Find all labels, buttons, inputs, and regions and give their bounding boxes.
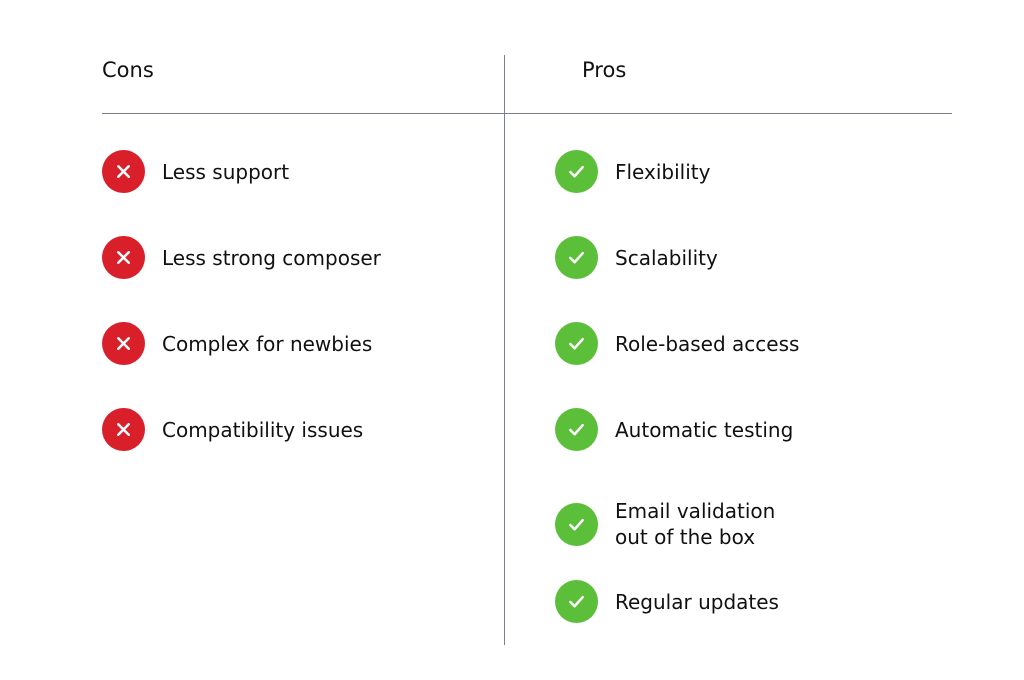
x-circle-icon — [102, 150, 145, 193]
cons-heading: Cons — [102, 58, 154, 82]
check-circle-icon — [555, 236, 598, 279]
x-circle-icon — [102, 408, 145, 451]
check-circle-icon — [555, 322, 598, 365]
check-circle-icon — [555, 150, 598, 193]
pros-item-label: Automatic testing — [615, 417, 794, 442]
pros-heading: Pros — [582, 58, 627, 82]
check-circle-icon — [555, 580, 598, 623]
column-divider — [504, 55, 505, 645]
pros-item: Automatic testing — [555, 408, 935, 451]
x-circle-icon — [102, 322, 145, 365]
pros-item-label: Regular updates — [615, 589, 779, 614]
pros-item: Regular updates — [555, 580, 935, 623]
cons-item: Less strong composer — [102, 236, 482, 279]
header-divider — [102, 113, 952, 114]
pros-item-label: Flexibility — [615, 159, 711, 184]
cons-item-label: Less strong composer — [162, 245, 381, 270]
pros-item: Scalability — [555, 236, 935, 279]
pros-item-label: Email validation out of the box — [615, 499, 776, 549]
pros-item: Email validation out of the box — [555, 498, 935, 550]
cons-item: Complex for newbies — [102, 322, 482, 365]
pros-item: Role-based access — [555, 322, 935, 365]
pros-item-label: Role-based access — [615, 331, 800, 356]
check-circle-icon — [555, 408, 598, 451]
cons-item-label: Less support — [162, 159, 290, 184]
cons-item: Less support — [102, 150, 482, 193]
pros-item-label: Scalability — [615, 245, 718, 270]
x-circle-icon — [102, 236, 145, 279]
cons-item-label: Compatibility issues — [162, 417, 364, 442]
check-circle-icon — [555, 502, 598, 546]
cons-item-label: Complex for newbies — [162, 331, 373, 356]
pros-item: Flexibility — [555, 150, 935, 193]
cons-item: Compatibility issues — [102, 408, 482, 451]
